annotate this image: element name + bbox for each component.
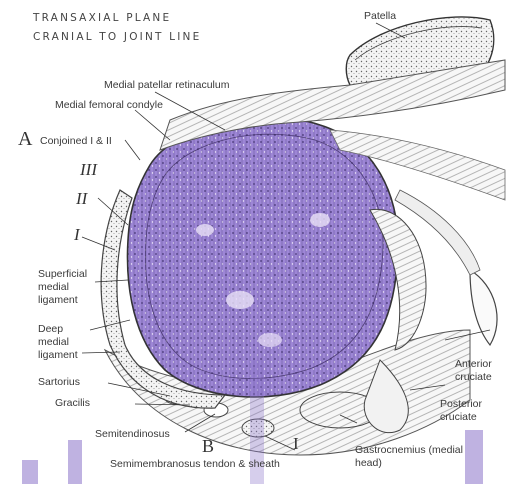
marker-I-bottom: I xyxy=(293,434,299,454)
label-patella: Patella xyxy=(364,10,396,22)
label-gracilis: Gracilis xyxy=(55,397,90,409)
label-sartorius: Sartorius xyxy=(38,376,80,388)
label-medial-patellar-retinaculum: Medial patellar retinaculum xyxy=(104,79,229,91)
label-semimembranosus: Semimembranosus tendon & sheath xyxy=(110,458,280,470)
label-gastrocnemius: Gastrocnemius (medial head) xyxy=(355,444,465,470)
figure-title-line-1: TRANSAXIAL PLANE xyxy=(33,12,171,24)
label-posterior-cruciate: Posterior cruciate xyxy=(440,398,490,424)
label-semitendinosus: Semitendinosus xyxy=(95,428,170,440)
marker-III: III xyxy=(80,160,97,180)
marker-II: II xyxy=(76,189,87,209)
label-superficial-medial-ligament: Superficial medial ligament xyxy=(38,268,98,307)
label-anterior-cruciate: Anterior cruciate xyxy=(455,358,505,384)
figure-title-line-2: CRANIAL TO JOINT LINE xyxy=(33,31,201,43)
watermark-bar xyxy=(68,440,82,484)
marker-I: I xyxy=(74,225,80,245)
watermark-bar xyxy=(465,430,483,484)
marker-B: B xyxy=(202,436,214,457)
label-deep-medial-ligament: Deep medial ligament xyxy=(38,323,86,362)
label-medial-femoral-condyle: Medial femoral condyle xyxy=(55,99,163,111)
label-conjoined: Conjoined I & II xyxy=(40,135,112,147)
watermark-bar xyxy=(22,460,38,484)
marker-A: A xyxy=(18,128,32,151)
